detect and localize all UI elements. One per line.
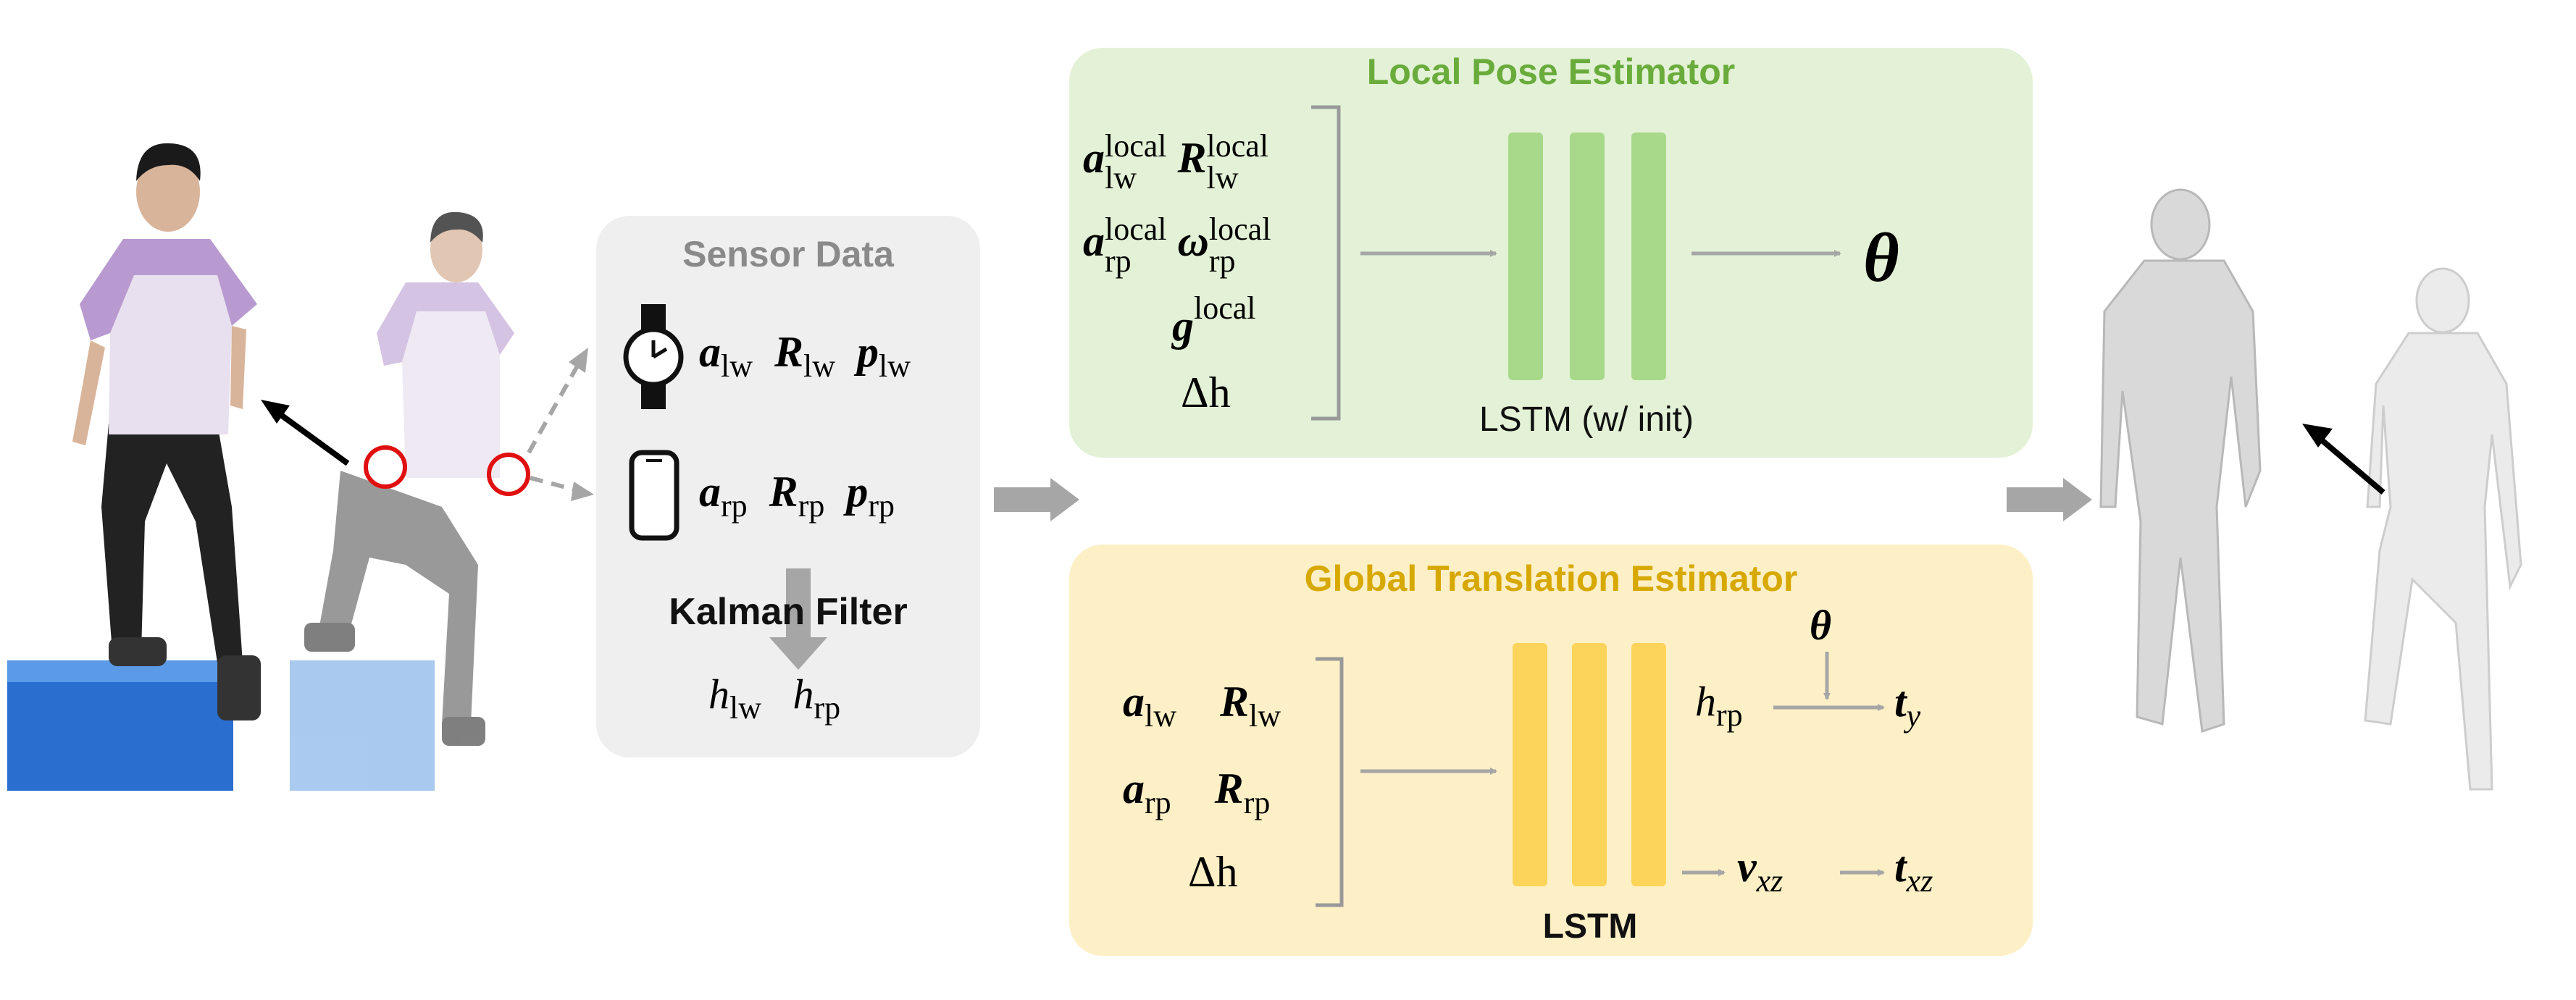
local-input-gravity: glocal <box>1172 290 1256 350</box>
global-input-delta-h: Δh <box>1188 848 1238 896</box>
global-theta-input: θ <box>1810 602 1832 649</box>
global-h-rp: hrp <box>1695 678 1743 733</box>
phone-sensor-readings: arp Rrp prp <box>699 468 895 524</box>
height-estimates: hlw hrp <box>708 671 841 726</box>
global-input-rp: arp Rrp <box>1123 765 1271 820</box>
local-lstm-bars <box>1508 133 1666 380</box>
global-lstm-bars <box>1513 643 1666 886</box>
arrow-sensor-to-estimators <box>994 478 1079 521</box>
local-pose-estimator-title: Local Pose Estimator <box>1366 51 1736 92</box>
local-lstm-label: LSTM (w/ init) <box>1479 400 1694 439</box>
arrow-estimators-to-output <box>2007 478 2092 521</box>
local-output-theta: θ <box>1863 219 1899 296</box>
output-body-mesh-previous <box>2364 267 2522 791</box>
local-input-delta-h: Δh <box>1181 369 1231 416</box>
kalman-filter-label: Kalman Filter <box>669 591 908 633</box>
global-lstm-label: LSTM <box>1542 907 1638 946</box>
global-output-t-xz: txz <box>1894 843 1933 899</box>
left-person-ghost-photo <box>290 211 514 791</box>
wrist-sensor-marker <box>364 445 407 489</box>
pocket-sensor-marker <box>487 453 530 496</box>
global-input-lw: alw Rlw <box>1123 678 1281 734</box>
left-person-photo <box>7 143 261 791</box>
global-translation-estimator-panel <box>1069 545 2033 956</box>
global-translation-estimator-title: Global Translation Estimator <box>1304 558 1798 599</box>
local-pose-estimator-panel <box>1069 48 2033 458</box>
local-input-bracket <box>1311 105 1341 421</box>
kalman-down-arrow <box>769 568 827 670</box>
global-input-bracket <box>1316 657 1344 907</box>
watch-sensor-readings: alw Rlw plw <box>699 328 911 384</box>
watch-icon <box>623 304 684 409</box>
dashed-arrow-watch <box>527 361 582 454</box>
dashed-arrow-phone <box>530 476 580 493</box>
phone-icon <box>629 450 679 541</box>
sensor-data-title: Sensor Data <box>682 234 894 274</box>
global-velocity-v-xz: vxz <box>1737 843 1783 899</box>
output-body-mesh <box>2099 188 2262 734</box>
global-output-t-y: ty <box>1894 678 1921 734</box>
